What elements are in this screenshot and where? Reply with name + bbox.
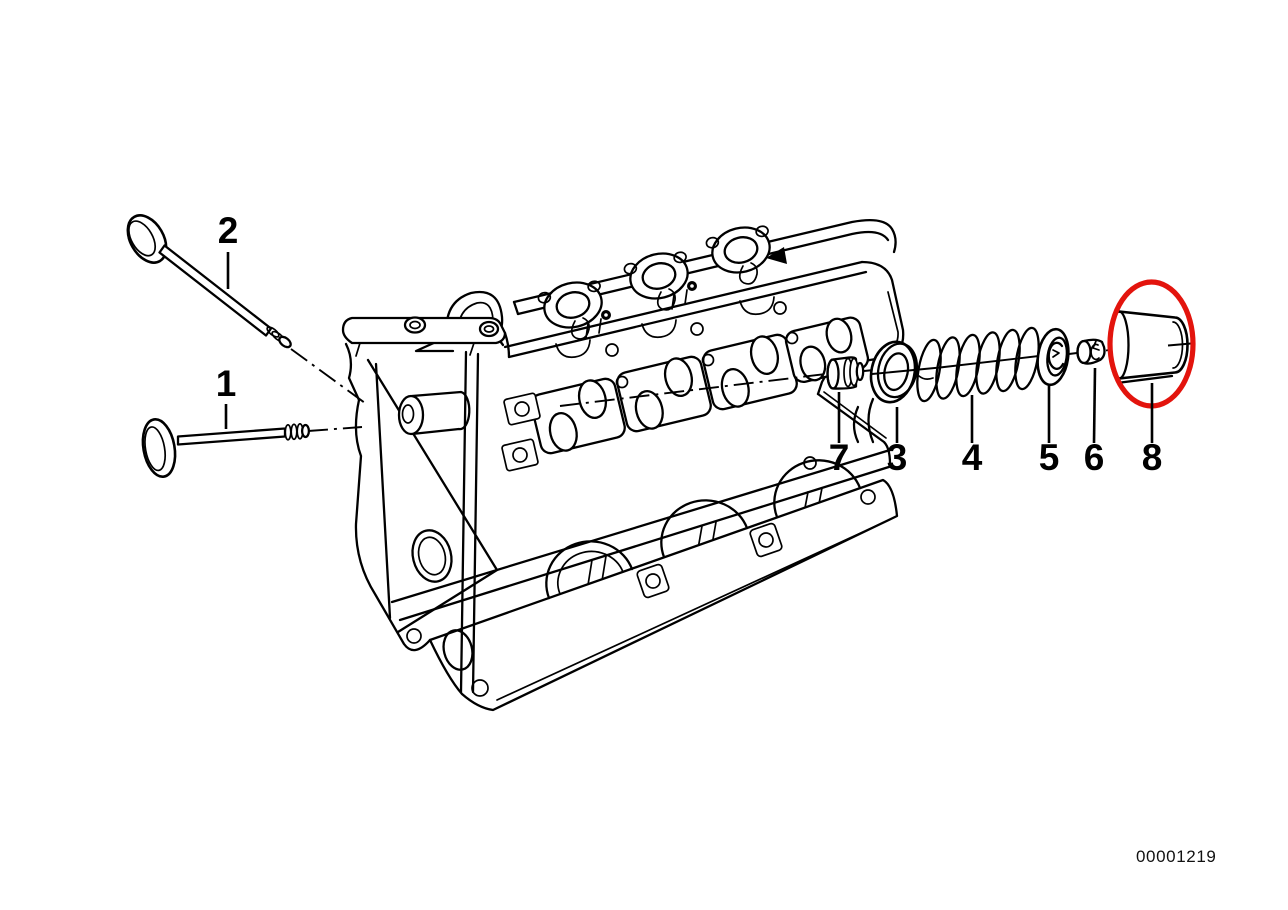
callout-label-8[interactable]: 8	[1142, 437, 1163, 478]
exploded-axis-line	[559, 373, 827, 407]
part-6-collets	[1076, 338, 1113, 365]
left-a-frame	[344, 342, 499, 671]
spring-pockets	[530, 316, 870, 455]
cylinder-head-drawing	[341, 219, 905, 712]
document-number: 00001219	[1136, 847, 1217, 866]
callout-label-4[interactable]: 4	[962, 437, 983, 478]
part-7-stem-seal	[826, 356, 875, 390]
motion-arcs	[852, 397, 875, 444]
cam-cap-2	[623, 251, 697, 311]
valve1-axis-line	[307, 426, 363, 432]
part-2-valve	[126, 214, 292, 349]
callout-label-3[interactable]: 3	[887, 437, 908, 478]
valve2-axis-line	[290, 348, 366, 404]
cam-cap-3	[705, 225, 787, 285]
part-3-spring-seat	[869, 340, 941, 404]
callout-label-1[interactable]: 1	[216, 363, 237, 404]
part-4-valve-spring	[916, 326, 1044, 403]
leader-line-6	[1092, 367, 1097, 444]
callout-label-5[interactable]: 5	[1039, 437, 1060, 478]
callout-label-6[interactable]: 6	[1084, 437, 1105, 478]
leader-lines	[224, 252, 1154, 444]
bottom-flange	[406, 459, 899, 712]
cam-cap-1	[537, 280, 611, 340]
part-1-valve	[141, 418, 311, 478]
callout-label-7[interactable]: 7	[829, 437, 850, 478]
part-8-tappet	[1108, 310, 1192, 384]
part-5-spring-retainer	[1036, 327, 1082, 387]
callout-label-2[interactable]: 2	[218, 210, 239, 251]
